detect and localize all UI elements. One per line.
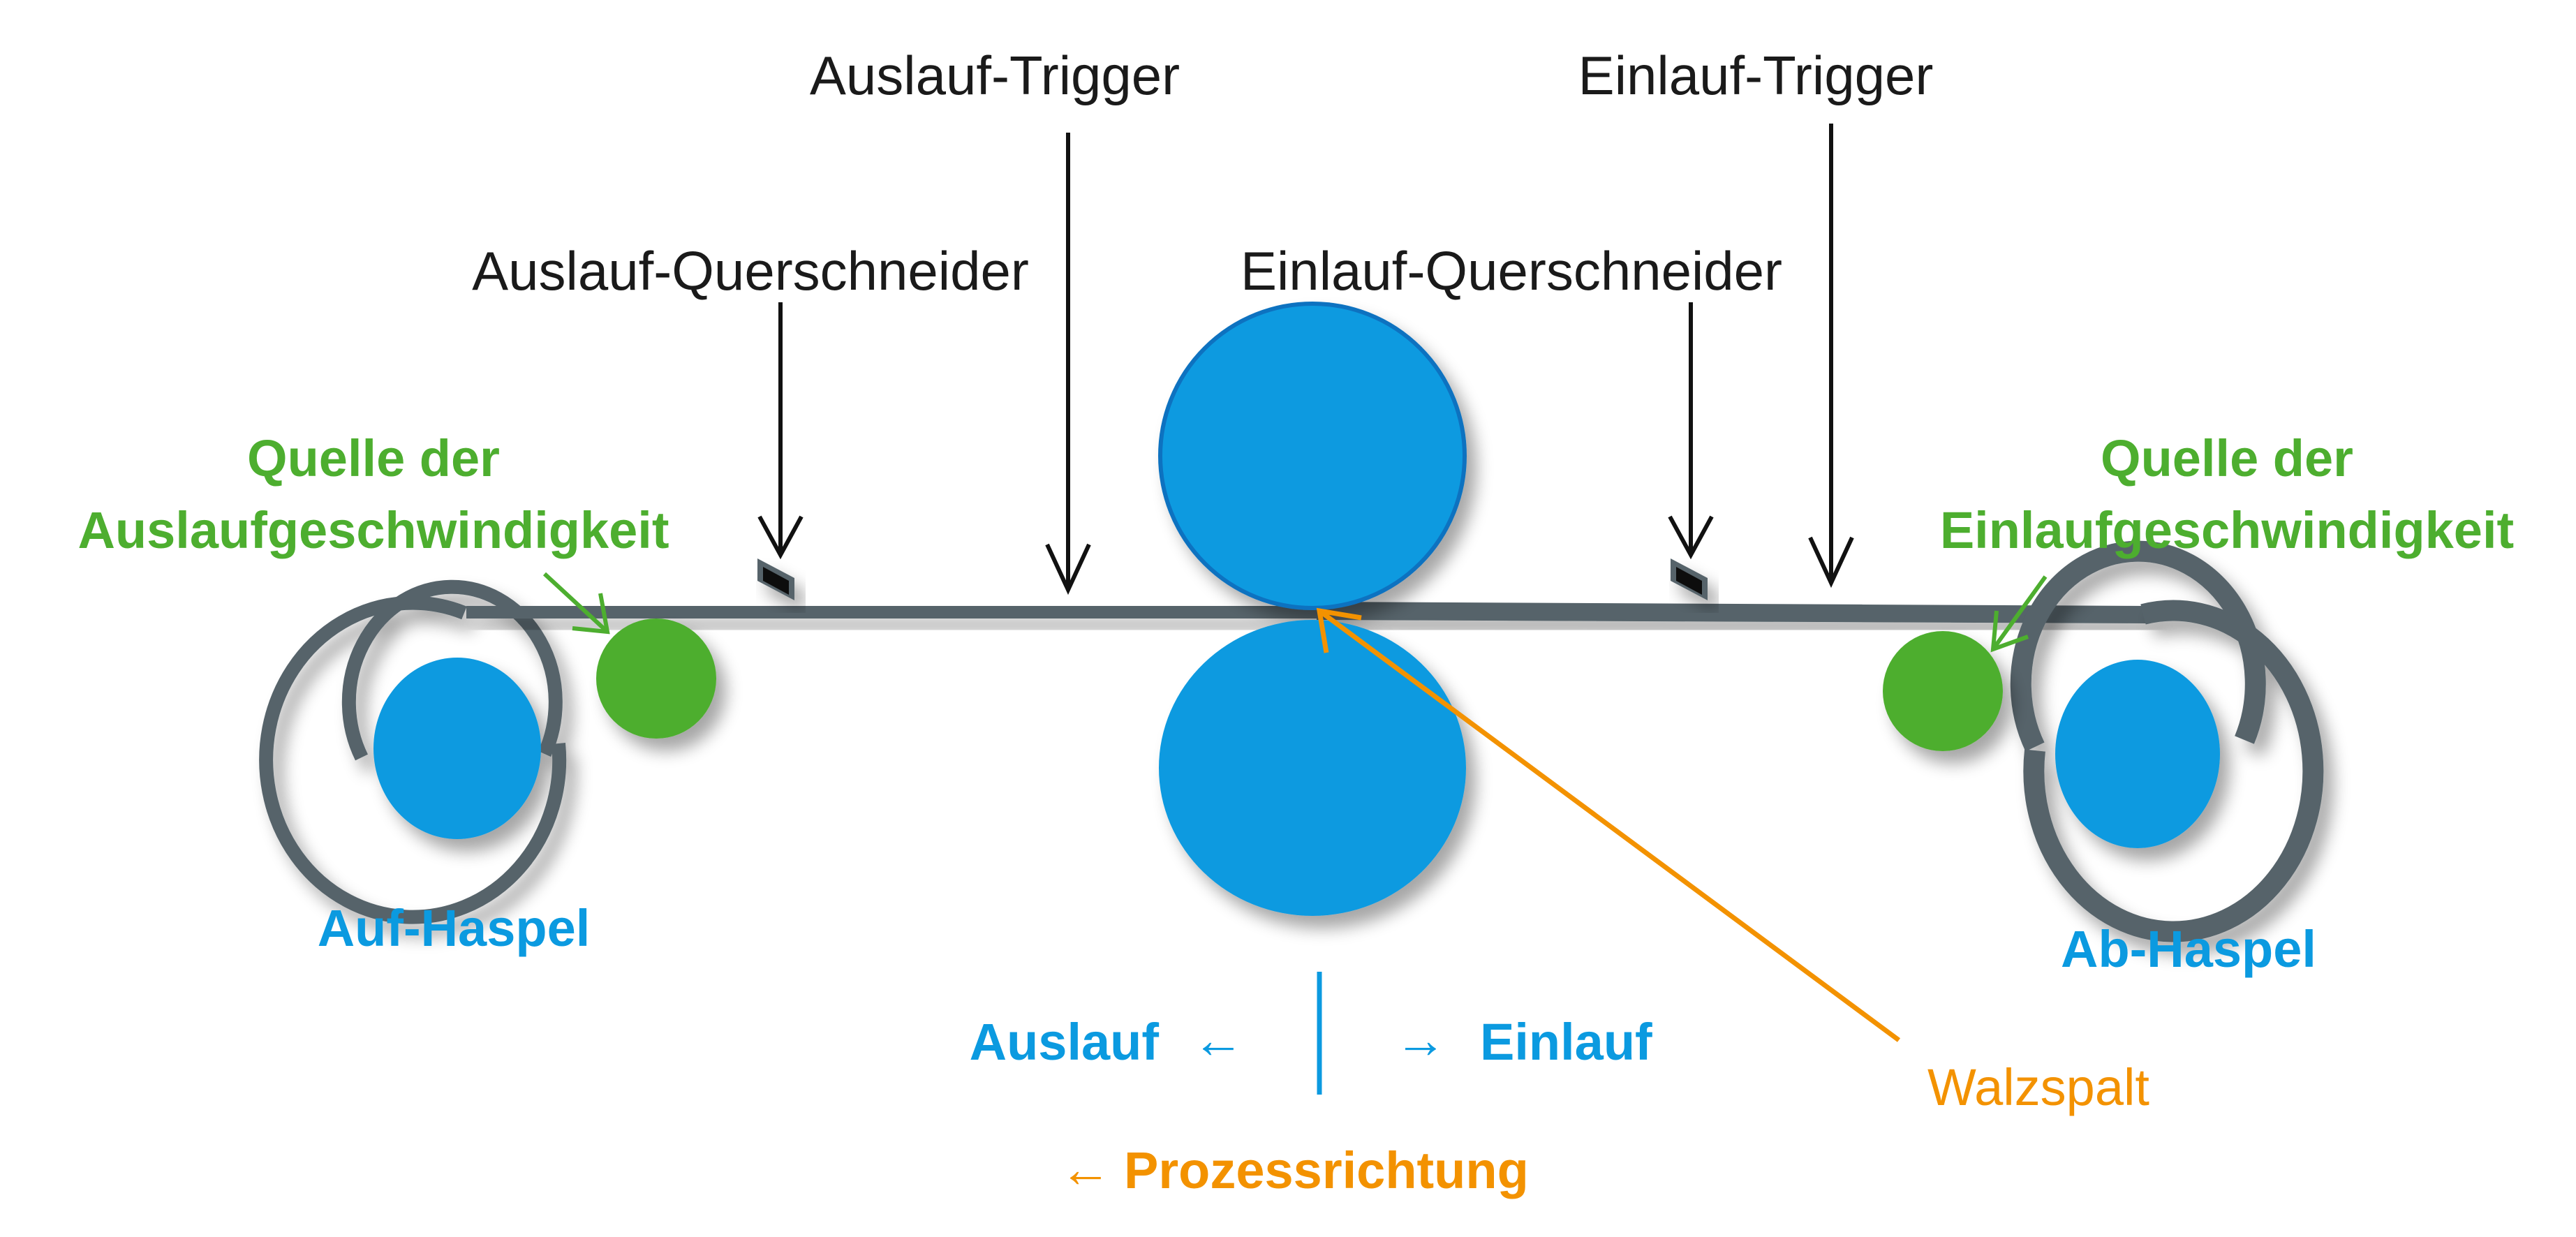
- process-direction-label: Prozessrichtung: [1124, 1141, 1529, 1199]
- inlet-speed-arrow-head: [1990, 610, 2029, 653]
- inlet-cross-cutter: [1671, 558, 1708, 600]
- outlet-cross-cutter: [757, 558, 794, 600]
- roll-gap-label: Walzspalt: [1927, 1058, 2149, 1116]
- inlet-speed-source-label-line2: Einlaufgeschwindigkeit: [1940, 501, 2514, 559]
- pointer-arrows: [757, 124, 1854, 595]
- outlet-trigger-arrow-head: [1045, 543, 1091, 595]
- inlet-direction-label: Einlauf: [1480, 1013, 1652, 1071]
- rewind-inner-wrap: [341, 579, 563, 761]
- inlet-speed-source-label-line1: Quelle der: [2101, 429, 2353, 487]
- inlet-trigger-arrow-head: [1808, 536, 1854, 588]
- inlet-cross-cutter-label: Einlauf-Querschneider: [1241, 240, 1782, 302]
- process-direction-arrow-icon: ←: [1060, 1140, 1111, 1198]
- unwind-reel: [2010, 540, 2324, 942]
- outlet-cutter-arrow-head: [757, 515, 804, 560]
- unwind-reel-label: Ab-Haspel: [2061, 920, 2316, 978]
- strip-inlet-section: [1317, 602, 2147, 623]
- speed-source-arrows: [542, 572, 2048, 653]
- roll-gap-arrow-head: [1316, 607, 1362, 653]
- outlet-speed-arrow-shaft: [542, 572, 609, 634]
- unwind-inner-wrap: [2010, 540, 2266, 752]
- inlet-trigger-label: Einlauf-Trigger: [1578, 45, 1934, 106]
- strip-outlet-section: [466, 606, 1317, 618]
- outlet-speed-source-label-line2: Auslaufgeschwindigkeit: [77, 501, 669, 559]
- outlet-speed-source-roll: [596, 618, 716, 739]
- inlet-speed-source-roll: [1883, 631, 2003, 751]
- outlet-speed-arrow-head: [572, 593, 610, 635]
- strip: [466, 602, 2147, 623]
- upper-work-roll: [1158, 302, 1467, 610]
- outlet-trigger-label: Auslauf-Trigger: [810, 45, 1180, 106]
- lower-work-roll: [1159, 620, 1466, 916]
- outlet-direction-arrow-icon: ←: [1192, 1011, 1244, 1069]
- work-rolls: [1158, 302, 1467, 916]
- outlet-direction-label: Auslauf: [970, 1013, 1160, 1071]
- inlet-direction-arrow-icon: →: [1395, 1011, 1446, 1069]
- rewind-reel-core: [373, 658, 541, 839]
- roll-gap-arrow-shaft: [1317, 609, 1901, 1042]
- outlet-cross-cutter-label: Auslauf-Querschneider: [472, 240, 1029, 302]
- inlet-cutter-arrow-head: [1668, 515, 1714, 560]
- rewind-reel: [259, 579, 567, 924]
- roll-gap-arrow: [1316, 607, 1901, 1042]
- outlet-speed-source-label-line1: Quelle der: [247, 429, 500, 487]
- rewind-outer-wrap: [259, 595, 567, 924]
- unwind-reel-core: [2055, 660, 2220, 848]
- rewind-reel-label: Auf-Haspel: [318, 899, 591, 957]
- inlet-speed-arrow-shaft: [1991, 575, 2048, 651]
